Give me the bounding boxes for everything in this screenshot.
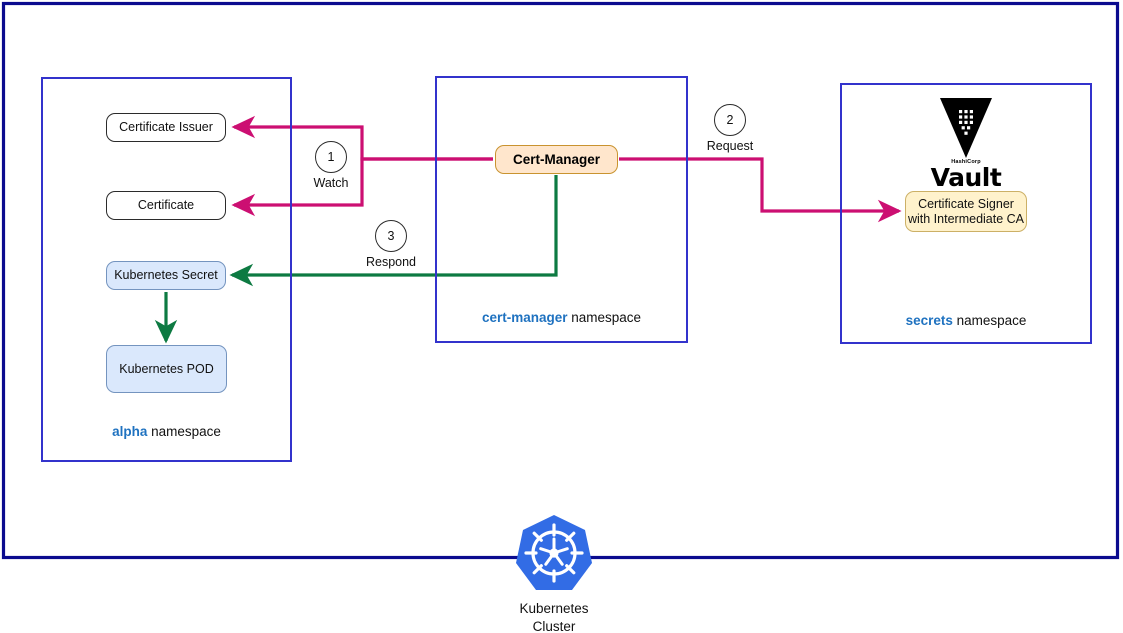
node-kubernetes-pod-label: Kubernetes POD bbox=[119, 361, 214, 376]
node-cert-manager[interactable]: Cert-Manager bbox=[495, 145, 618, 174]
namespace-label-alpha: alpha namespace bbox=[41, 424, 292, 439]
step-2-number: 2 bbox=[726, 113, 734, 127]
namespace-frame-alpha bbox=[41, 77, 292, 462]
namespace-suffix-secrets: namespace bbox=[952, 313, 1027, 328]
step-1-number: 1 bbox=[327, 150, 335, 164]
node-certificate-signer[interactable]: Certificate Signer with Intermediate CA bbox=[905, 191, 1027, 232]
kubernetes-cluster-caption: Kubernetes Cluster bbox=[519, 600, 588, 633]
step-1-circle: 1 bbox=[315, 141, 347, 173]
vault-logo: HashiCorp Vault bbox=[916, 97, 1016, 190]
step-3-circle: 3 bbox=[375, 220, 407, 252]
kubernetes-cluster-name-line2: Cluster bbox=[532, 619, 576, 633]
namespace-frame-cert-manager bbox=[435, 76, 688, 343]
step-marker-2: 2 Request bbox=[685, 104, 775, 153]
node-certificate-issuer-label: Certificate Issuer bbox=[119, 120, 213, 135]
node-kubernetes-secret[interactable]: Kubernetes Secret bbox=[106, 261, 226, 290]
namespace-name-alpha: alpha bbox=[112, 424, 148, 439]
node-certificate-signer-line2: with Intermediate CA bbox=[907, 211, 1025, 226]
node-certificate-signer-line1: Certificate Signer bbox=[918, 197, 1014, 212]
step-1-label: Watch bbox=[313, 176, 349, 190]
namespace-frame-secrets bbox=[840, 83, 1092, 344]
namespace-label-secrets: secrets namespace bbox=[840, 313, 1092, 328]
flow-respond-secret bbox=[229, 175, 558, 287]
namespace-suffix-cert-manager: namespace bbox=[567, 310, 642, 325]
namespace-name-secrets: secrets bbox=[905, 313, 953, 328]
node-certificate-issuer[interactable]: Certificate Issuer bbox=[106, 113, 226, 142]
step-marker-1: 1 Watch bbox=[286, 141, 376, 190]
step-3-number: 3 bbox=[387, 229, 395, 243]
kubernetes-icon bbox=[516, 515, 592, 590]
step-3-label: Respond bbox=[365, 255, 417, 269]
step-marker-3: 3 Respond bbox=[346, 220, 436, 269]
vault-brand-small: HashiCorp bbox=[951, 159, 981, 165]
namespace-name-cert-manager: cert-manager bbox=[481, 310, 568, 325]
node-certificate-label: Certificate bbox=[137, 198, 195, 213]
flow-request-vault bbox=[619, 157, 902, 223]
node-certificate[interactable]: Certificate bbox=[106, 191, 226, 220]
node-cert-manager-label: Cert-Manager bbox=[512, 151, 601, 167]
node-kubernetes-pod[interactable]: Kubernetes POD bbox=[106, 345, 227, 393]
step-2-circle: 2 bbox=[714, 104, 746, 136]
namespace-label-cert-manager: cert-manager namespace bbox=[435, 310, 688, 325]
kubernetes-cluster-name-line1: Kubernetes bbox=[519, 601, 589, 616]
node-kubernetes-secret-label: Kubernetes Secret bbox=[114, 268, 218, 283]
namespace-suffix-alpha: namespace bbox=[147, 424, 221, 439]
vault-triangle-icon bbox=[940, 98, 992, 158]
vault-brand: Vault bbox=[930, 162, 1002, 192]
kubernetes-cluster-badge: Kubernetes Cluster bbox=[474, 513, 634, 633]
flow-watch-certificate bbox=[231, 157, 493, 217]
step-2-label: Request bbox=[706, 139, 754, 153]
